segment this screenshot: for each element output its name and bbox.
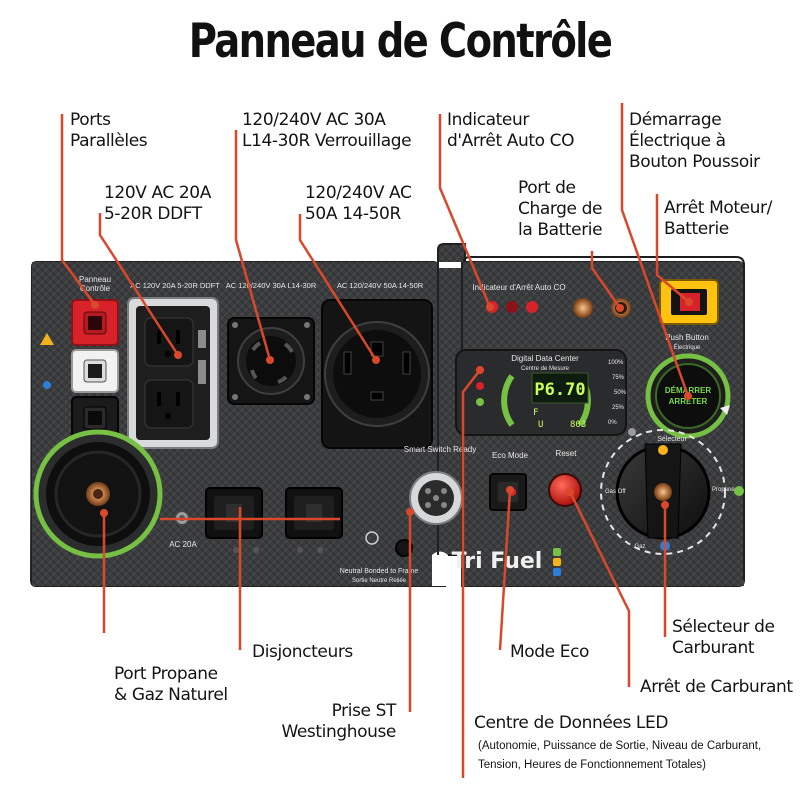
selector-bottom-label: Gaz [634, 544, 645, 550]
neutral-terminal [395, 539, 413, 557]
callout-line-text: Arrêt Moteur/ [664, 198, 772, 218]
battery-port-1 [573, 298, 593, 318]
callout-line-text: la Batterie [518, 220, 603, 240]
eco-panel-label: Eco Mode [492, 451, 529, 460]
brand-logo: Tri Fuel [452, 549, 543, 574]
callout-line-text: (Autonomie, Puissance de Sortie, Niveau … [478, 740, 762, 752]
page-title: Panneau de Contrôle [188, 14, 613, 69]
push-panel-label-2: Électrique [674, 344, 701, 351]
selector-arc [600, 429, 726, 555]
callout-ac30: 120/240V AC 30A L14-30R Verrouillage [242, 110, 412, 152]
start-arrow-icon [720, 405, 730, 415]
callout-line-text: Prise ST [331, 701, 397, 721]
callout-line-text: Port de [518, 178, 576, 198]
parallel-panel-label-1: Panneau [79, 275, 111, 284]
digital-display [531, 372, 589, 404]
callout-battery-port: Port de Charge de la Batterie [518, 178, 603, 241]
callout-line-text: Westinghouse [281, 722, 396, 742]
data-center-label-1: Digital Data Center [511, 354, 579, 363]
neutral-label-1: Neutral Bonded to Frame [340, 568, 419, 575]
callout-line-text: 120/240V AC [305, 183, 412, 203]
selector-right-label: Propane [712, 487, 735, 493]
callout-line-text: Mode Eco [510, 642, 590, 662]
callout-line-text: 5-20R DDFT [104, 204, 202, 224]
callout-line-text: Carburant [672, 638, 755, 658]
ac20-small-label: AC 20A [169, 540, 197, 549]
parallel-panel-label-2: Contrôle [80, 284, 111, 293]
callout-line-text: 120/240V AC 30A [242, 110, 386, 130]
gauge-tick-25: 25% [612, 405, 625, 411]
gauge-tick-0: 0% [608, 420, 617, 426]
callout-line-text: Démarrage [629, 110, 722, 130]
callout-line-text: Disjoncteurs [252, 642, 353, 662]
callout-line-text: d'Arrêt Auto CO [447, 131, 575, 151]
display-sub-3: 803 [570, 420, 586, 430]
callout-line-text: Électrique à [629, 131, 726, 151]
ground-icon [365, 531, 379, 545]
callout-line-text: Charge de [518, 199, 603, 219]
start-button-label-1: DÉMARRER [665, 386, 711, 395]
reset-button [548, 473, 582, 507]
callout-engine-stop: Arrêt Moteur/ Batterie [664, 198, 772, 240]
callout-line-text: Parallèles [70, 131, 148, 151]
callout-ac50: 120/240V AC 50A 14-50R [305, 183, 412, 225]
display-sub-2: U [538, 420, 543, 430]
callout-line-text: Port Propane [114, 664, 218, 684]
callout-led-center: Centre de Données LED [474, 713, 668, 734]
co-led-2 [506, 301, 518, 313]
gauge-tick-75: 75% [612, 375, 625, 381]
gauge-tick-50: 50% [614, 390, 627, 396]
gas-flame-icon [658, 445, 668, 455]
callout-line-text: Indicateur [447, 110, 529, 130]
display-sub-1: F [533, 408, 538, 418]
data-center-label-2: Centre de Mesure [521, 366, 570, 372]
reset-panel-label: Reset [556, 449, 578, 458]
callout-co-indicator: Indicateur d'Arrêt Auto CO [447, 110, 574, 152]
callout-eco-mode: Mode Eco [510, 642, 589, 663]
callout-parallel-ports: Ports Parallèles [70, 110, 148, 152]
smart-switch-label: Smart Switch Ready [404, 445, 476, 454]
callout-line-text: Centre de Données LED [474, 713, 669, 733]
callout-line-text: Ports [70, 110, 111, 130]
co-led-3 [526, 301, 538, 313]
ac50-panel-label: AC 120/240V 50A 14-50R [337, 281, 424, 290]
callout-lines [60, 103, 690, 778]
neutral-label-2: Sortie Neutre Reliée [352, 578, 407, 584]
callout-line-text: Bouton Poussoir [629, 152, 760, 172]
callout-fuel-stop: Arrêt de Carburant [640, 677, 793, 698]
start-button-label-2: ARRÊTER [669, 397, 708, 406]
callout-propane-port: Port Propane & Gaz Naturel [114, 664, 228, 706]
callout-st-outlet: Prise ST Westinghouse [276, 701, 396, 743]
warning-icon [40, 333, 54, 345]
callout-line-text: Arrêt de Carburant [640, 677, 793, 697]
gauge-tick-100: 100% [608, 360, 624, 366]
callout-dots [91, 298, 693, 517]
selector-top-label: Sélecteur [657, 436, 687, 443]
callout-line-text: L14-30R Verrouillage [242, 131, 412, 151]
callout-ac20: 120V AC 20A 5-20R DDFT [104, 183, 211, 225]
propane-icon [734, 486, 744, 496]
ac20-panel-label: AC 120V 20A 5-20R DDFT [130, 281, 220, 290]
callout-led-center-detail: (Autonomie, Puissance de Sortie, Niveau … [478, 737, 761, 775]
callout-push-start: Démarrage Électrique à Bouton Poussoir [629, 110, 760, 173]
callout-line-text: 120V AC 20A [104, 183, 211, 203]
callout-line-text: 50A 14-50R [305, 204, 401, 224]
callout-line-text: Sélecteur de [672, 617, 775, 637]
display-value: P6.70 [534, 380, 585, 400]
co-panel-label: Indicateur d'Arrêt Auto CO [472, 283, 565, 292]
callout-line-text: & Gaz Naturel [114, 685, 228, 705]
ac30-panel-label: AC 120/240V 30A L14-30R [226, 281, 317, 290]
push-panel-label-1: Push Button [665, 333, 709, 342]
callout-line-text: Batterie [664, 219, 729, 239]
callout-fuel-selector: Sélecteur de Carburant [672, 617, 775, 659]
callout-breakers: Disjoncteurs [252, 642, 353, 663]
callout-line-text: Tension, Heures de Fonctionnement Totale… [478, 759, 707, 771]
info-icon [43, 381, 51, 389]
selector-left-label: Gas Off [605, 489, 626, 495]
